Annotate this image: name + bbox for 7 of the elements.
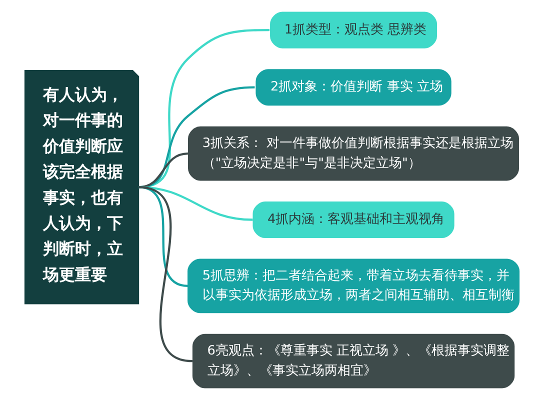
node-box: 3抓关系： 对一件事做价值判断根据事实还是根据立场（"立场决定是非"与"是非决定立场"） [188,126,519,181]
node-box: 6亮观点：《尊重事实 正视立场 》、《根据事实调整立场》、《事实立场两相宜》 [192,334,514,388]
node-box: 5抓思辨：把二者结合起来，带着立场去看待事实，并以事实为依据形成立场，两者之间相互辅助、相互制衡 [187,258,520,314]
connector [138,186,192,362]
node-box: 4抓内涵：客观基础和主观视角 [252,201,454,238]
node-box: 2抓对象：价值判断 事实 立场 [255,69,451,106]
node-box: 1抓类型：观点类 思辨类 [270,12,437,48]
